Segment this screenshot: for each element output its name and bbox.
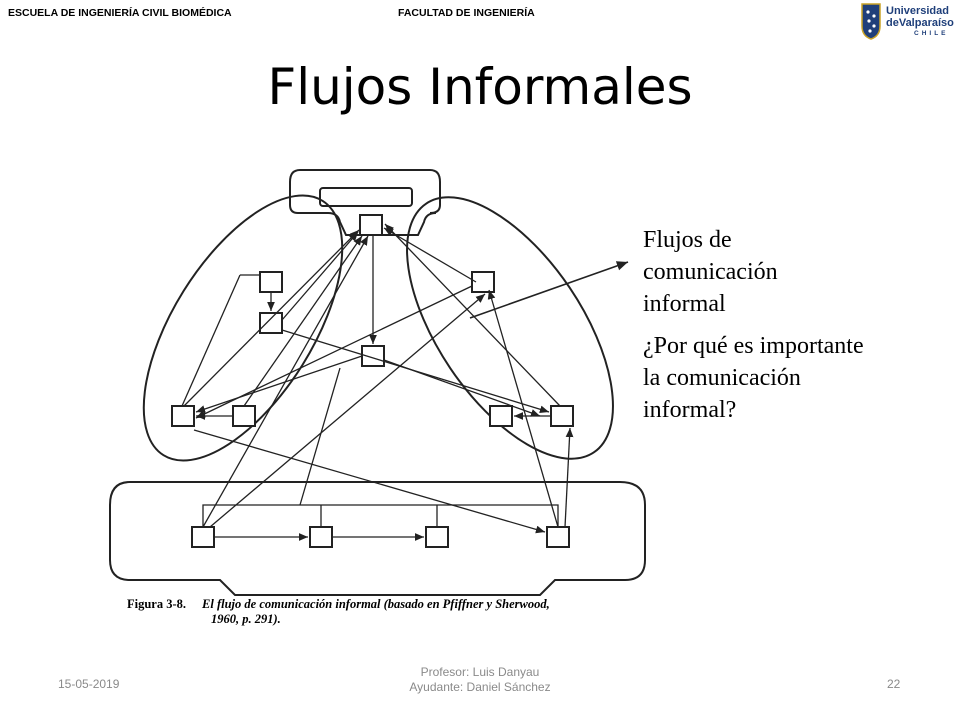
caption-line2: 1960, p. 291). [211,612,281,626]
logo-text-line2: deValparaíso [886,17,954,29]
sidebar-text: Flujos de comunicación informal ¿Por qué… [643,224,923,436]
faculty-header: FACULTAD DE INGENIERÍA [398,7,535,19]
node-bottom-1 [191,526,215,548]
logo-text-line3: CHILE [914,30,949,37]
slide-title: Flujos Informales [267,58,693,116]
shield-icon [861,3,881,40]
node-right-top [471,271,495,293]
node-bottom-3 [425,526,449,548]
node-bottom-2 [309,526,333,548]
page-number: 22 [887,677,901,691]
caption-line1: El flujo de comunicación informal (basad… [202,597,550,611]
caption-label: Figura 3-8. [127,597,187,611]
node-left-5 [232,405,256,427]
flow-label: Flujos de comunicación informal [643,224,923,320]
question-line: informal? [643,397,737,423]
top-group-outline [289,169,441,236]
question-line: la comunicación [643,365,801,391]
informal-flow-diagram [109,169,646,596]
flow-label-line: comunicación [643,259,778,285]
footer-professor: Profesor: Luis Danyau [420,665,540,679]
footer-credits: Profesor: Luis Danyau Ayudante: Daniel S… [0,665,960,695]
flow-label-line: informal [643,291,726,317]
figure-caption: Figura 3-8. El flujo de comunicación info… [127,597,647,627]
flow-label-line: Flujos de [643,227,732,253]
question-line: ¿Por qué es importante [643,333,864,359]
node-top [359,214,383,236]
right-group-outline [406,196,614,460]
node-right-4 [489,405,513,427]
node-bottom-4 [546,526,570,548]
school-header: ESCUELA DE INGENIERÍA CIVIL BIOMÉDICA [8,7,232,19]
node-right-5 [550,405,574,427]
node-left-1 [259,271,283,293]
bottom-group-outline [109,481,646,596]
footer-date: 15-05-2019 [58,677,120,691]
top-title-box [319,187,413,207]
left-group-outline [142,194,344,462]
university-logo: Universidad deValparaíso CHILE [858,2,956,42]
logo-text-line1: Universidad [886,5,949,17]
footer-assistant: Ayudante: Daniel Sánchez [409,680,551,694]
node-left-2 [259,312,283,334]
question-text: ¿Por qué es importante la comunicación i… [643,330,923,426]
node-left-4 [171,405,195,427]
